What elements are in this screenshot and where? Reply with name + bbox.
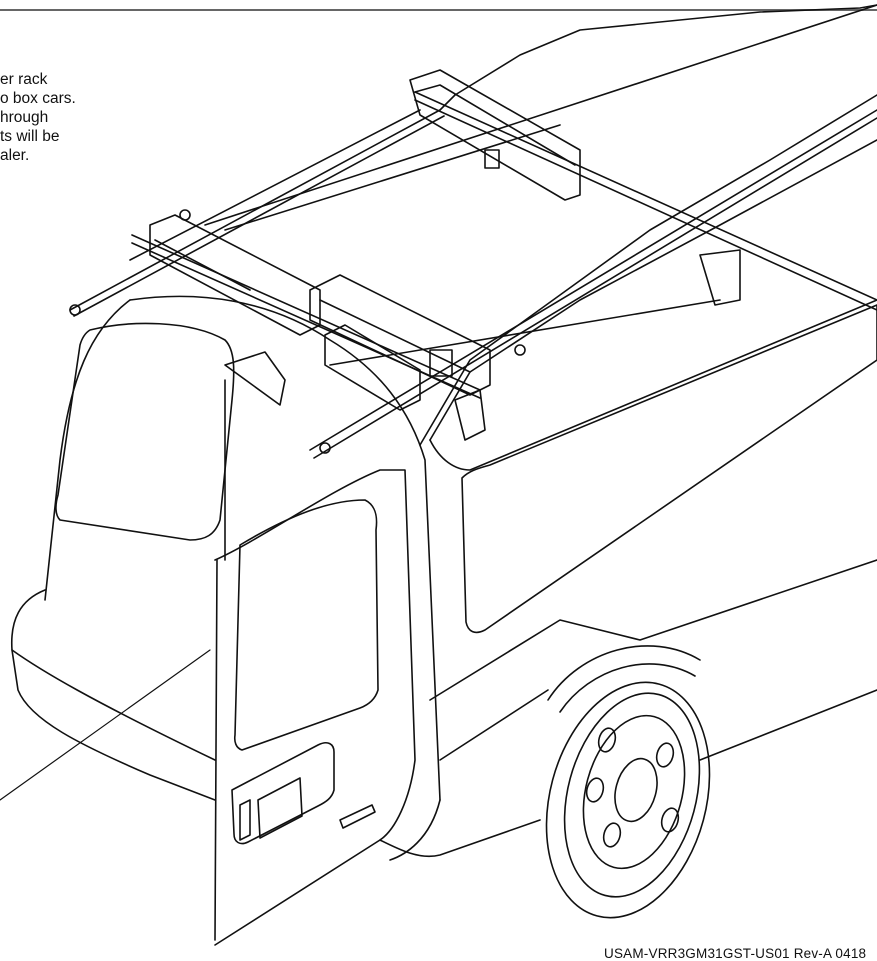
- van-body: [10, 4, 877, 946]
- note-line: aler.: [0, 147, 30, 164]
- note-line: er rack: [0, 71, 48, 88]
- rack-brackets: [69, 69, 741, 454]
- note-line: hrough: [0, 109, 49, 126]
- leader-line: [0, 649, 211, 801]
- top-rule: [0, 9, 877, 11]
- document-code: USAM-VRR3GM31GST-US01 Rev-A 0418: [604, 946, 867, 961]
- note-line: o box cars.: [0, 90, 76, 107]
- crossbars: [69, 109, 877, 459]
- note-line: ts will be: [0, 128, 60, 145]
- rear-wheel: [545, 645, 711, 919]
- instruction-note: er rack o box cars. hrough ts will be al…: [0, 70, 160, 165]
